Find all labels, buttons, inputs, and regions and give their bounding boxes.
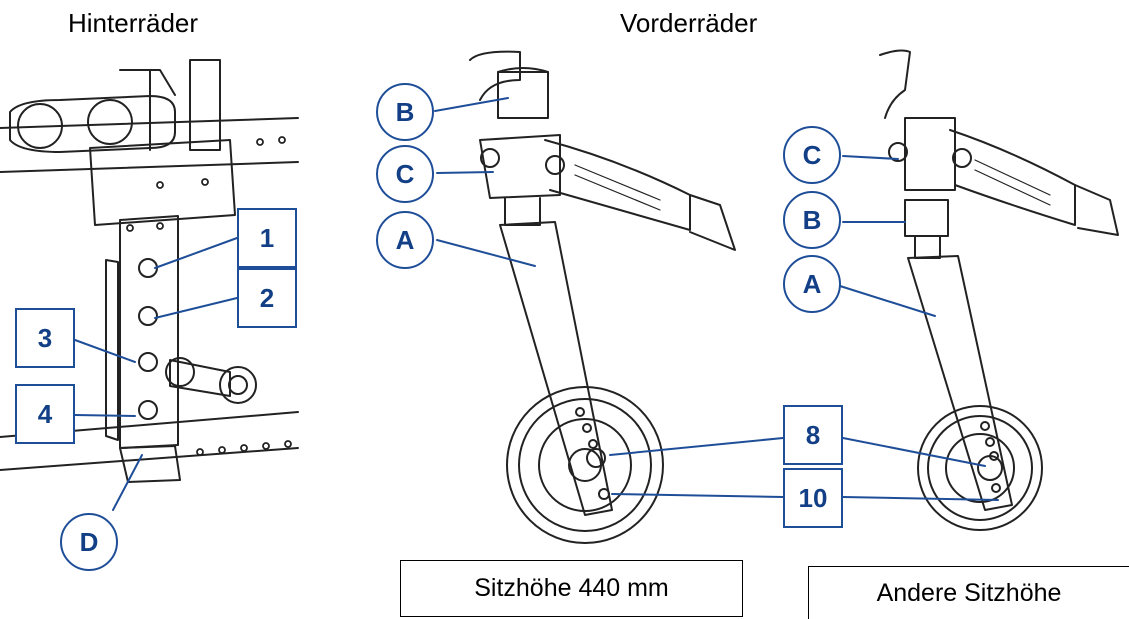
front-right-wheel-drawing (879, 49, 1119, 531)
front-left-wheel-drawing (469, 50, 736, 544)
rear-wheels-title: Hinterräder (68, 8, 199, 38)
callout-2: 2 (237, 268, 297, 328)
callout-b-left: B (376, 83, 434, 141)
callout-10: 10 (783, 468, 843, 528)
callout-d: D (60, 513, 118, 571)
callout-b-right: B (783, 191, 841, 249)
leader-lines (74, 97, 999, 511)
callout-a-right: A (783, 255, 841, 313)
callout-8: 8 (783, 405, 843, 465)
callout-3: 3 (15, 308, 75, 368)
callout-1: 1 (237, 208, 297, 268)
front-wheels-title: Vorderräder (620, 8, 758, 38)
caption-seat-other: Andere Sitzhöhe (808, 566, 1129, 619)
callout-c-right: C (783, 126, 841, 184)
callout-a-left: A (376, 211, 434, 269)
callout-4: 4 (15, 384, 75, 444)
caption-seat-440: Sitzhöhe 440 mm (400, 560, 743, 617)
callout-c-left: C (376, 145, 434, 203)
